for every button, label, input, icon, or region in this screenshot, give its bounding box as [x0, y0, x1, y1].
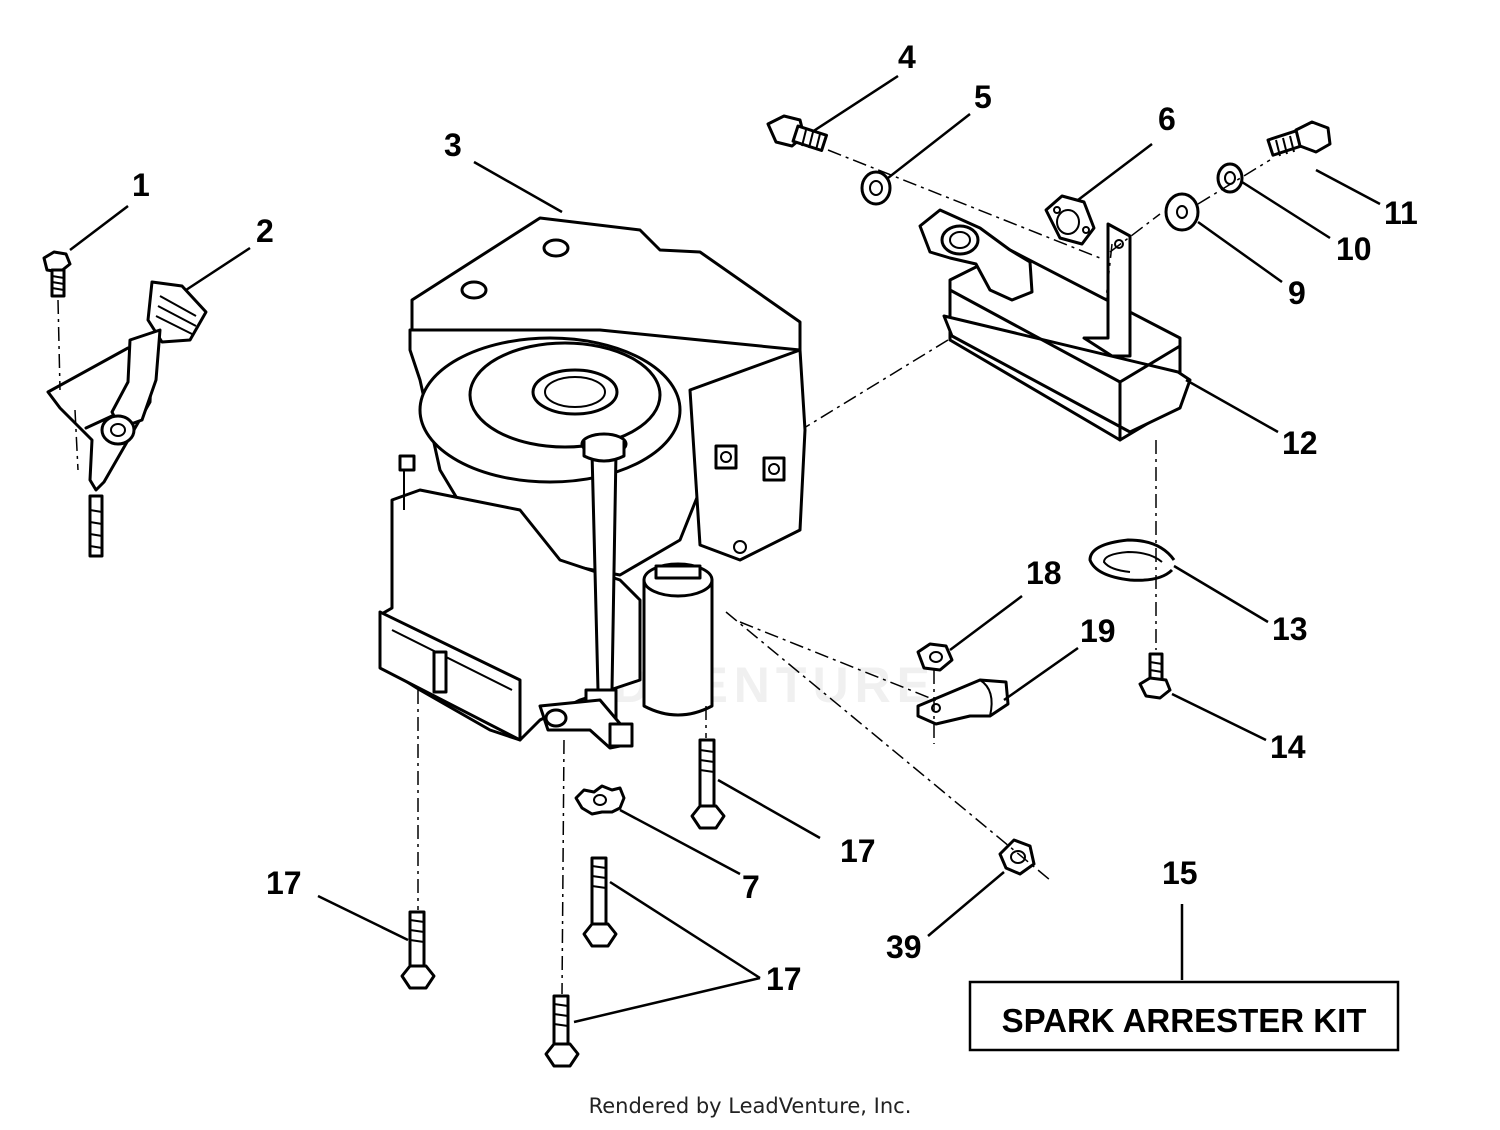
- leader-lines: [69, 74, 1381, 1024]
- part-39-nut: [998, 838, 1036, 876]
- callout-14: 14: [1270, 729, 1306, 765]
- callout-1: 1: [132, 167, 150, 203]
- callout-4: 4: [898, 39, 916, 75]
- callout-18: 18: [1026, 555, 1062, 591]
- part-19-clamp: [916, 678, 1010, 726]
- part-2-throttle-control: [46, 280, 208, 558]
- callout-17-left: 17: [266, 865, 302, 901]
- callout-5: 5: [974, 79, 992, 115]
- part-9-washer: [1164, 192, 1200, 232]
- callout-3: 3: [444, 127, 462, 163]
- callout-7: 7: [742, 869, 760, 905]
- callout-12: 12: [1282, 425, 1318, 461]
- callout-39: 39: [886, 929, 922, 965]
- spark-arrester-kit-box: SPARK ARRESTER KIT: [968, 980, 1400, 1052]
- callout-11: 11: [1384, 195, 1418, 231]
- callout-13: 13: [1272, 611, 1308, 647]
- part-14-screw: [1138, 652, 1172, 700]
- assembly-lines: [417, 149, 1271, 995]
- part-17-bolt-c: [582, 856, 618, 948]
- part-18-nut: [916, 642, 954, 672]
- spark-arrester-kit-label: SPARK ARRESTER KIT: [1002, 1002, 1367, 1039]
- part-17-bolt-d: [544, 994, 580, 1068]
- callout-10: 10: [1336, 231, 1372, 267]
- callouts: 1 2 3 4 5 6 11 10 9 12 18 19 13 14 17 7 …: [132, 39, 1418, 997]
- callout-17-bottom: 17: [766, 961, 802, 997]
- part-11-bolt: [1266, 120, 1332, 157]
- callout-17-right: 17: [840, 833, 876, 869]
- part-1-bolt: [42, 250, 72, 298]
- callout-2: 2: [256, 213, 274, 249]
- part-10-lock-washer: [1216, 162, 1244, 194]
- part-5-gasket: [860, 170, 892, 206]
- part-4-bolt: [766, 114, 829, 152]
- footer-credit: Rendered by LeadVenture, Inc.: [588, 1094, 912, 1118]
- part-17-bolt-b: [400, 910, 436, 990]
- part-6-gasket: [1044, 194, 1096, 246]
- callout-6: 6: [1158, 101, 1176, 137]
- callout-9: 9: [1288, 275, 1306, 311]
- part-13-spark-arrester: [1088, 538, 1176, 582]
- part-3-engine: [378, 216, 807, 750]
- part-7-star-washer: [574, 784, 626, 816]
- callout-15: 15: [1162, 855, 1198, 891]
- part-17-bolt-a: [690, 738, 726, 830]
- callout-19: 19: [1080, 613, 1116, 649]
- part-12-muffler: [918, 208, 1192, 442]
